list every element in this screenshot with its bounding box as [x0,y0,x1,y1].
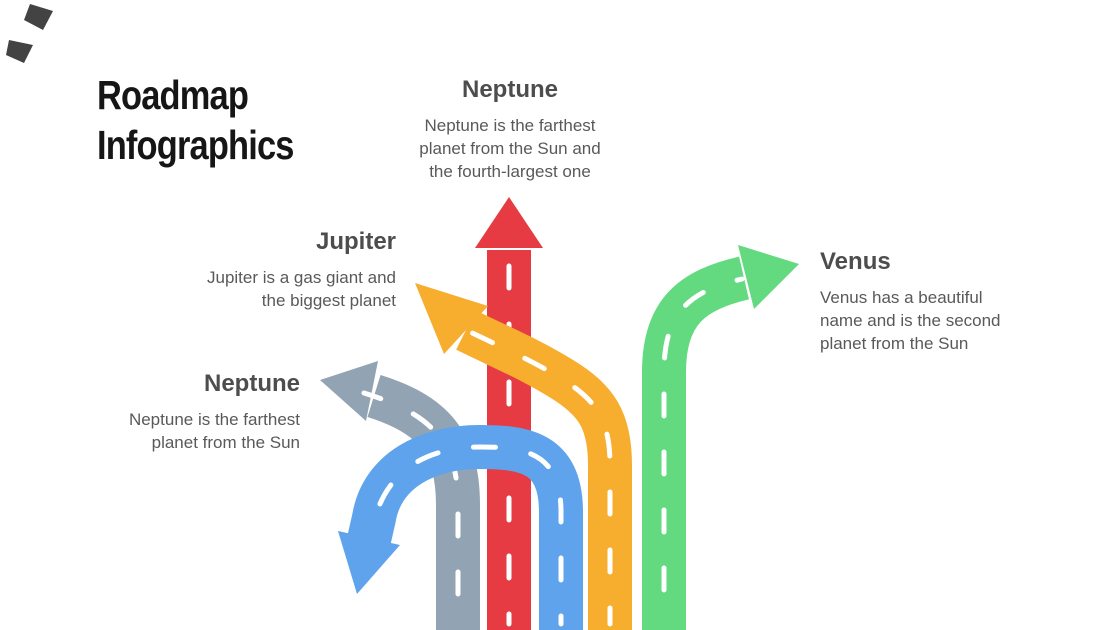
item-description: Neptune is the farthest planet from the … [419,116,601,181]
page-title-line1: Roadmap [97,72,249,118]
road-yellow-dashes [453,322,613,627]
item-description: Venus has a beautiful name and is the se… [820,288,1001,353]
road-blue [338,424,583,630]
item-venus: Venus Venus has a beautiful name and is … [820,248,1035,355]
road-red-arrowhead [475,197,543,248]
road-yellow [415,283,632,630]
item-heading: Neptune [204,370,300,397]
road-gray-arrowhead [320,361,378,421]
item-jupiter: Jupiter Jupiter is a gas giant and the b… [106,228,396,312]
corner-marks [6,4,53,63]
road-yellow-arrowhead [415,283,488,354]
road-blue-arrowhead [338,531,400,594]
item-neptune-left: Neptune Neptune is the farthest planet f… [10,370,300,454]
road-green-body [642,256,750,630]
item-neptune-top: Neptune Neptune is the farthest planet f… [390,76,630,183]
page-title-line2: Infographics [97,122,294,168]
item-heading: Neptune [462,76,558,103]
road-green [642,245,799,630]
road-blue-dashes [369,444,564,627]
item-description: Jupiter is a gas giant and the biggest p… [206,268,396,310]
item-heading: Venus [820,248,891,275]
road-red [475,197,543,630]
item-heading: Jupiter [315,228,396,255]
item-description: Neptune is the farthest planet from the … [128,410,300,452]
corner-mark-icon [24,4,53,30]
page-title: Roadmap Infographics [97,70,294,170]
road-green-arrowhead [738,245,799,309]
corner-mark-icon [6,40,33,63]
